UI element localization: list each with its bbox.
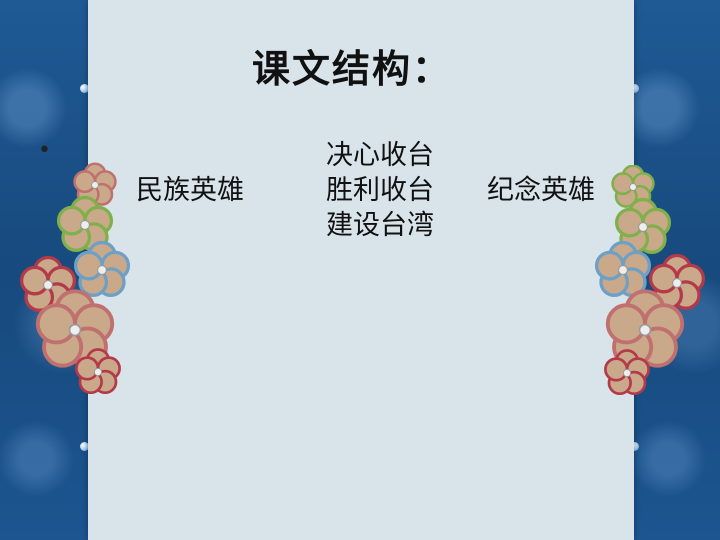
item-victory-recover: 胜利收台 xyxy=(326,175,434,206)
jewel-stud-icon xyxy=(630,84,639,93)
left-flower-cluster xyxy=(19,162,131,395)
item-build-taiwan: 建设台湾 xyxy=(326,210,434,241)
flower-decoration-icon xyxy=(73,162,117,206)
flower-decoration-icon xyxy=(73,240,131,297)
flower-decoration-icon xyxy=(648,253,706,310)
flower-decoration-icon xyxy=(605,289,685,368)
item-resolve-recover: 决心收台 xyxy=(326,140,434,171)
content-panel xyxy=(88,0,634,540)
right-flower-cluster xyxy=(594,165,706,396)
flower-decoration-icon xyxy=(611,165,655,208)
flower-decoration-icon xyxy=(614,197,672,254)
bullet-marker: • xyxy=(38,138,51,163)
slide-title: 课文结构： xyxy=(252,47,453,91)
label-national-hero: 民族英雄 xyxy=(136,175,244,206)
jewel-stud-icon xyxy=(630,442,639,451)
flower-decoration-icon xyxy=(56,195,114,252)
flower-decoration-icon xyxy=(604,349,650,396)
flower-decoration-icon xyxy=(594,240,652,297)
jewel-stud-icon xyxy=(80,84,89,93)
jewel-stud-icon xyxy=(80,442,89,451)
flower-decoration-icon xyxy=(19,255,77,312)
flower-decoration-icon xyxy=(75,348,121,395)
label-commemorate-hero: 纪念英雄 xyxy=(487,175,595,206)
flower-decoration-icon xyxy=(35,289,115,368)
